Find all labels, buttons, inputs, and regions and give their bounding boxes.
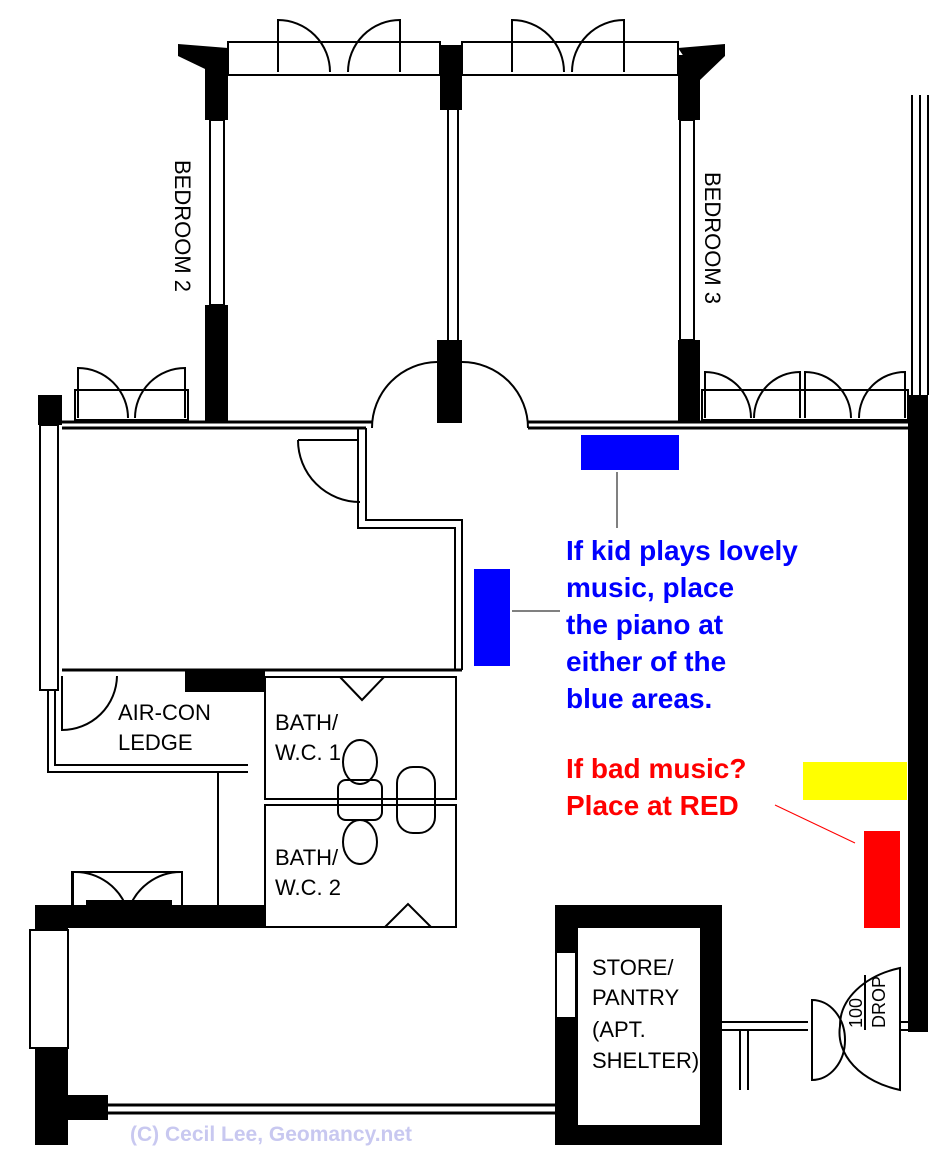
blue-note: If kid plays lovely music, place the pia… <box>566 535 798 714</box>
bath1-label-line1: BATH/ <box>275 710 339 735</box>
store-label-line2: PANTRY <box>592 985 680 1010</box>
red-leader-line <box>774 804 856 844</box>
drop-value-label: 100 <box>846 998 866 1028</box>
aircon-label-line2: LEDGE <box>118 730 193 755</box>
bath2-label-line2: W.C. 2 <box>275 875 341 900</box>
copyright-text: (C) Cecil Lee, Geomancy.net <box>130 1123 412 1146</box>
store-label-line4: SHELTER) <box>592 1048 699 1073</box>
blue-area-left <box>474 569 510 666</box>
aircon-label-line1: AIR-CON <box>118 700 211 725</box>
blue-note-line: music, place <box>566 572 734 603</box>
drop-label: DROP <box>869 976 889 1028</box>
blue-area-top <box>581 435 679 470</box>
bath2-label-line1: BATH/ <box>275 845 339 870</box>
bedroom-2-label: BEDROOM 2 <box>170 160 195 292</box>
bedroom-3-label: BEDROOM 3 <box>700 172 725 304</box>
store-label-line3: (APT. <box>592 1017 646 1042</box>
yellow-area <box>803 762 907 800</box>
store-label-line1: STORE/ <box>592 955 674 980</box>
blue-note-line: If kid plays lovely <box>566 535 798 566</box>
walls <box>29 18 929 1145</box>
blue-note-line: the piano at <box>566 609 723 640</box>
bath1-label-line2: W.C. 1 <box>275 740 341 765</box>
red-note: If bad music? Place at RED <box>566 753 746 821</box>
blue-note-line: either of the <box>566 646 726 677</box>
blue-note-line: blue areas. <box>566 683 712 714</box>
red-note-line: If bad music? <box>566 753 746 784</box>
red-area <box>864 831 900 928</box>
red-note-line: Place at RED <box>566 790 739 821</box>
